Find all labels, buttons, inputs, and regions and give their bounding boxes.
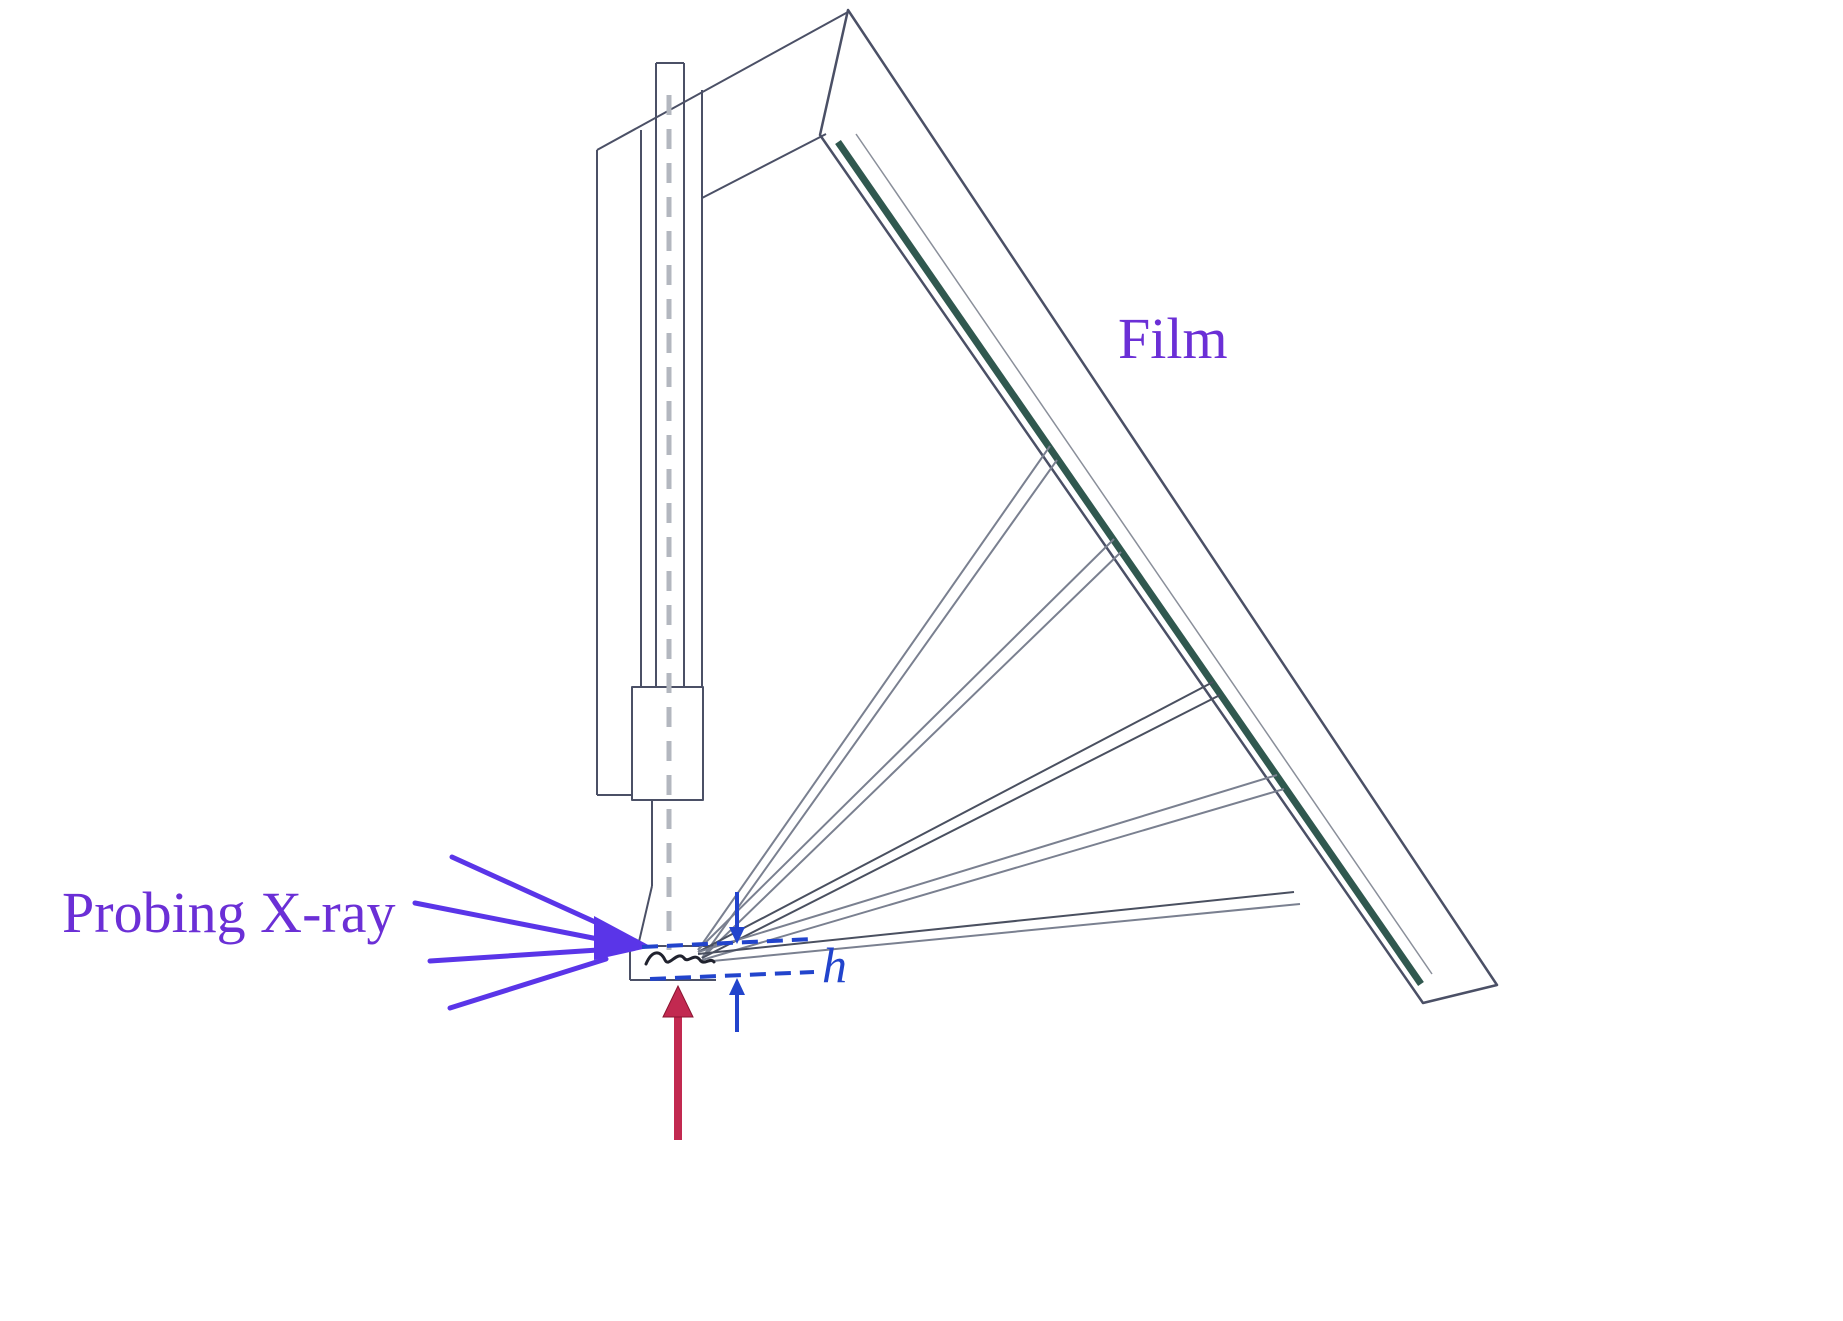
target-sample-scribble xyxy=(644,951,716,966)
probing-xray-arrows xyxy=(412,854,652,1011)
film-label: Film xyxy=(1118,306,1228,371)
measure-up-arrowhead-icon xyxy=(729,978,745,995)
probing-xray-label: Probing X-ray xyxy=(62,880,395,945)
sample-holder-wireframe xyxy=(596,11,849,981)
height-annotation xyxy=(641,892,815,1032)
measure-down-arrowhead-icon xyxy=(729,927,745,944)
xray-arrowhead-icon xyxy=(594,916,652,960)
push-arrowhead-icon xyxy=(662,984,694,1018)
push-arrow xyxy=(662,984,694,1140)
film-slab xyxy=(818,8,1499,1005)
diffracted-rays xyxy=(697,445,1301,963)
gap-height-label: h xyxy=(822,937,847,993)
